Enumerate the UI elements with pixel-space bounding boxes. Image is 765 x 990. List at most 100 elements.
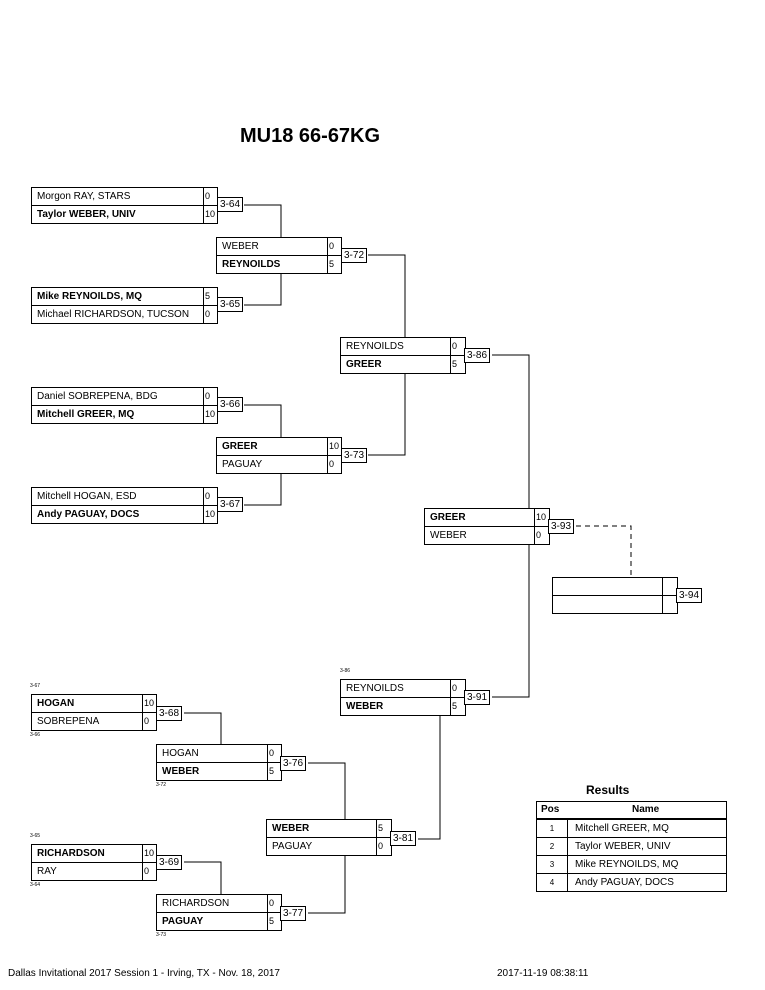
competitor-row-winner: PAGUAY 5 [157, 913, 281, 930]
competitor-row: REYNOILDS 0 [341, 680, 465, 697]
results-row: 3 Mike REYNOILDS, MQ [537, 856, 726, 874]
competitor-row-winner: HOGAN 10 [32, 695, 156, 712]
competitor-score: 10 [203, 506, 215, 523]
competitor-score [662, 578, 664, 595]
competitor-score: 0 [142, 713, 149, 730]
competitor-name: RICHARDSON [162, 898, 230, 909]
competitor-score: 0 [142, 863, 149, 880]
competitor-score: 0 [203, 388, 210, 405]
match-box-3-86: REYNOILDS 0 GREER 5 [340, 337, 466, 374]
competitor-row-winner: Andy PAGUAY, DOCS 10 [32, 506, 217, 523]
competitor-score: 0 [376, 838, 383, 855]
results-table: Pos Name 1 Mitchell GREER, MQ 2 Taylor W… [536, 801, 727, 892]
competitor-score: 0 [450, 338, 457, 355]
competitor-name: REYNOILDS [346, 341, 404, 352]
competitor-score: 10 [142, 845, 154, 862]
competitor-name: HOGAN [162, 748, 199, 759]
competitor-score: 0 [534, 527, 541, 544]
competitor-name: Mitchell GREER, MQ [37, 409, 135, 420]
match-box-3-64: Morgon RAY, STARS 0 Taylor WEBER, UNIV 1… [31, 187, 218, 224]
competitor-name: GREER [346, 359, 382, 370]
competitor-name: Michael RICHARDSON, TUCSON [37, 309, 190, 320]
results-name: Andy PAGUAY, DOCS [575, 877, 674, 888]
footer-timestamp: 2017-11-19 08:38:11 [497, 968, 589, 979]
competitor-score: 0 [203, 188, 210, 205]
competitor-row-winner: Mitchell GREER, MQ 10 [32, 406, 217, 423]
competitor-row: SOBREPENA 0 [32, 713, 156, 730]
results-header-pos: Pos [541, 804, 560, 815]
match-number-badge: 3-73 [341, 448, 368, 463]
competitor-score: 0 [327, 456, 334, 473]
competitor-name: Mike REYNOILDS, MQ [37, 291, 143, 302]
source-match-ref: 3-72 [156, 782, 167, 788]
match-number-badge: 3-68 [156, 706, 183, 721]
competitor-score: 10 [534, 509, 546, 526]
competitor-name: GREER [430, 512, 466, 523]
competitor-score: 0 [327, 238, 334, 255]
competitor-row: Mitchell HOGAN, ESD 0 [32, 488, 217, 505]
competitor-score [662, 596, 664, 613]
results-title: Results [586, 783, 630, 797]
competitor-row: WEBER 0 [217, 238, 341, 255]
match-number-badge: 3-93 [548, 519, 575, 534]
competitor-name: HOGAN [37, 698, 75, 709]
competitor-score: 5 [267, 913, 274, 930]
competitor-row-winner: WEBER 5 [157, 763, 281, 780]
match-number-badge: 3-86 [464, 348, 491, 363]
competitor-name: RICHARDSON [37, 848, 105, 859]
competitor-row-winner: WEBER 5 [341, 698, 465, 715]
match-number-badge: 3-64 [217, 197, 244, 212]
match-number-badge: 3-77 [280, 906, 307, 921]
competitor-score: 5 [376, 820, 383, 837]
competitor-name: WEBER [430, 530, 467, 541]
results-name: Taylor WEBER, UNIV [575, 841, 671, 852]
match-number-badge: 3-66 [217, 397, 244, 412]
competitor-row: RICHARDSON 0 [157, 895, 281, 912]
competitor-name: REYNOILDS [346, 683, 404, 694]
competitor-name: RAY [37, 866, 57, 877]
match-box-3-93: GREER 10 WEBER 0 [424, 508, 550, 545]
competitor-score: 0 [450, 680, 457, 697]
competitor-row-winner: GREER 10 [217, 438, 341, 455]
competitor-name: Andy PAGUAY, DOCS [37, 509, 140, 520]
results-pos: 1 [537, 820, 568, 837]
results-pos: 4 [537, 874, 568, 891]
competitor-row: RAY 0 [32, 863, 156, 880]
match-number-badge: 3-91 [464, 690, 491, 705]
competitor-name: Morgon RAY, STARS [37, 191, 131, 202]
competitor-score: 10 [203, 406, 215, 423]
competitor-row: Michael RICHARDSON, TUCSON 0 [32, 306, 217, 323]
competitor-score: 5 [450, 698, 457, 715]
competitor-name: PAGUAY [222, 459, 263, 470]
match-number-badge: 3-72 [341, 248, 368, 263]
competitor-row: REYNOILDS 0 [341, 338, 465, 355]
match-box-3-67: Mitchell HOGAN, ESD 0 Andy PAGUAY, DOCS … [31, 487, 218, 524]
source-match-ref: 3-67 [30, 683, 41, 689]
competitor-row-winner: Taylor WEBER, UNIV 10 [32, 206, 217, 223]
competitor-score: 0 [267, 745, 274, 762]
competitor-row [553, 578, 677, 595]
competitor-score: 0 [267, 895, 274, 912]
competitor-name: PAGUAY [272, 841, 313, 852]
competitor-name: Taylor WEBER, UNIV [37, 209, 136, 220]
competitor-name: WEBER [346, 701, 384, 712]
match-box-3-91: REYNOILDS 0 WEBER 5 [340, 679, 466, 716]
competitor-row: WEBER 0 [425, 527, 549, 544]
results-pos: 2 [537, 838, 568, 855]
source-match-ref: 3-64 [30, 882, 41, 888]
competitor-name: WEBER [222, 241, 259, 252]
competitor-score: 5 [203, 288, 210, 305]
match-number-badge: 3-65 [217, 297, 244, 312]
source-match-ref: 3-73 [156, 932, 167, 938]
competitor-name: REYNOILDS [222, 259, 281, 270]
competitor-score: 0 [203, 306, 210, 323]
match-box-3-72: WEBER 0 REYNOILDS 5 [216, 237, 342, 274]
competitor-score: 10 [203, 206, 215, 223]
competitor-row: Morgon RAY, STARS 0 [32, 188, 217, 205]
competitor-name: GREER [222, 441, 258, 452]
results-pos: 3 [537, 856, 568, 873]
match-box-3-94 [552, 577, 678, 614]
competitor-score: 5 [267, 763, 274, 780]
match-box-3-77: RICHARDSON 0 PAGUAY 5 [156, 894, 282, 931]
competitor-row-winner: REYNOILDS 5 [217, 256, 341, 273]
